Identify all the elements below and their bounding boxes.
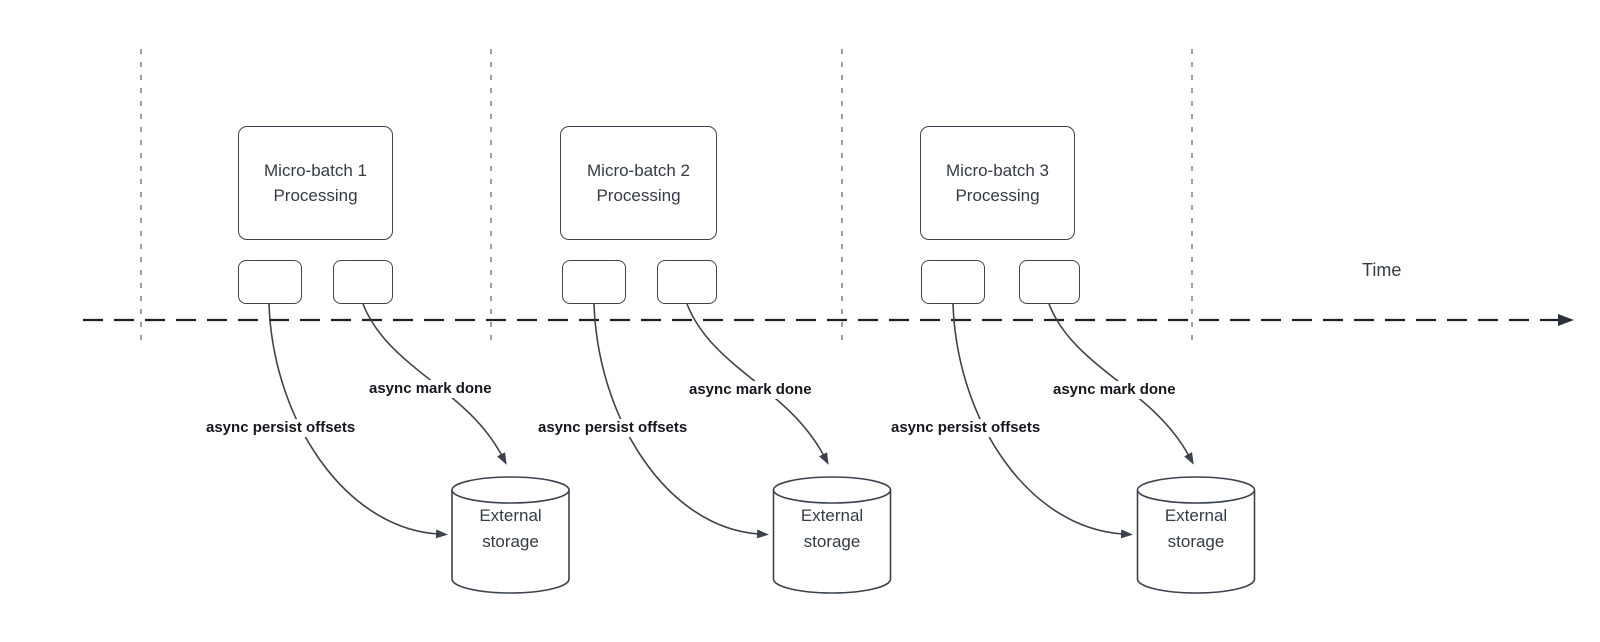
mark-done-label-3: async mark done [1051, 381, 1178, 399]
persist-offsets-label-3: async persist offsets [889, 419, 1043, 437]
micro-batch-3-label: Micro-batch 3 Processing [946, 161, 1049, 205]
external-storage-label-3: External storage [1164, 506, 1228, 551]
persist-offsets-arrow-3 [952, 303, 1133, 539]
external-storage-cylinder-3 [1136, 476, 1256, 594]
interval-guide-line-1 [140, 49, 142, 341]
mark-done-label-1: async mark done [367, 380, 494, 398]
micro-batch-1-processing-box: Micro-batch 1 Processing [238, 126, 393, 240]
micro-batch-2-label: Micro-batch 2 Processing [587, 161, 690, 205]
mark-done-task-box-1 [333, 260, 393, 304]
cylinder-body [1136, 490, 1256, 594]
time-axis-label: Time [1362, 260, 1402, 280]
mark-done-task-box-2 [657, 260, 717, 304]
external-storage-label-2: External storage [800, 506, 864, 551]
cylinder-top [451, 476, 570, 504]
persist-offsets-arrow-1 [268, 303, 448, 539]
mark-done-label-2: async mark done [687, 381, 814, 399]
micro-batch-3-processing-box: Micro-batch 3 Processing [920, 126, 1075, 240]
mark-done-arrow-3 [1048, 303, 1194, 465]
micro-batch-1-label: Micro-batch 1 Processing [264, 161, 367, 205]
mark-done-arrow-2 [686, 303, 829, 465]
cylinder-top [772, 476, 892, 504]
mark-done-arrow-1 [362, 303, 507, 465]
cylinder-body [451, 490, 570, 594]
external-storage-label-1: External storage [479, 506, 542, 551]
persist-task-box-3 [921, 260, 985, 304]
cylinder-body [772, 490, 892, 594]
persist-offsets-label-2: async persist offsets [536, 419, 690, 437]
persist-offsets-label-1: async persist offsets [204, 419, 358, 437]
mark-done-task-box-3 [1019, 260, 1080, 304]
interval-guide-line-4 [1191, 49, 1193, 341]
persist-task-box-2 [562, 260, 626, 304]
persist-offsets-arrow-2 [593, 303, 769, 539]
cylinder-top [1136, 476, 1256, 504]
external-storage-cylinder-2 [772, 476, 892, 594]
persist-task-box-1 [238, 260, 302, 304]
micro-batch-2-processing-box: Micro-batch 2 Processing [560, 126, 717, 240]
interval-guide-line-2 [490, 49, 492, 341]
interval-guide-line-3 [841, 49, 843, 341]
external-storage-cylinder-1 [451, 476, 570, 594]
